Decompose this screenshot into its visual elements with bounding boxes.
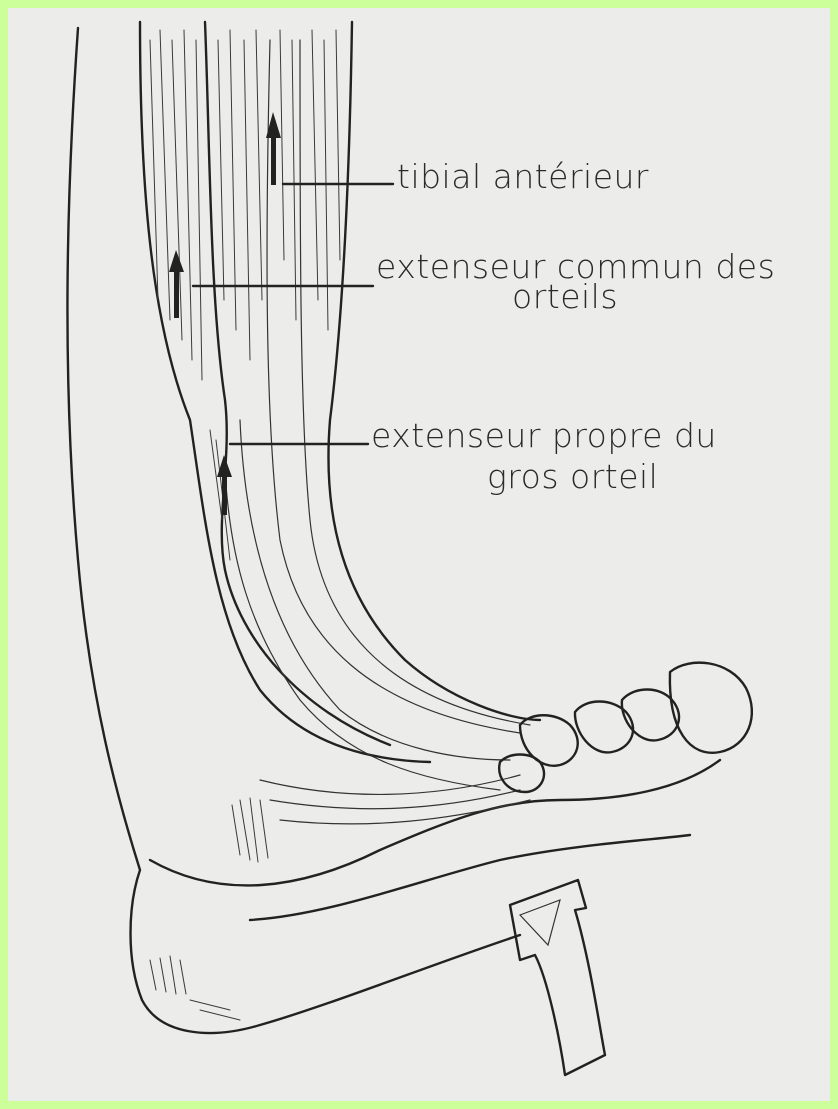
foot-tendon-3: [280, 800, 530, 824]
force-arrow-inner: [520, 900, 560, 945]
heel-hatching: [150, 798, 268, 1020]
tendon-line-3: [240, 420, 510, 760]
foot-tendon-1: [260, 775, 520, 794]
label-extenseur-propre-line1: extenseur propre du: [371, 416, 717, 455]
tibial-muscle-edge: [140, 22, 430, 762]
label-tibial-anterieur: tibial antérieur: [397, 157, 649, 196]
label-extenseur-propre-line2: gros orteil: [487, 457, 658, 496]
label-extenseur-commun-line2: orteils: [512, 277, 618, 316]
toes: [499, 663, 752, 792]
tendon-line-2: [267, 40, 520, 733]
tendon-line-4: [225, 470, 500, 790]
foot-sole-outline: [250, 835, 690, 920]
leg-anterior-outline: [328, 22, 540, 720]
foot-tendon-2: [270, 790, 520, 809]
